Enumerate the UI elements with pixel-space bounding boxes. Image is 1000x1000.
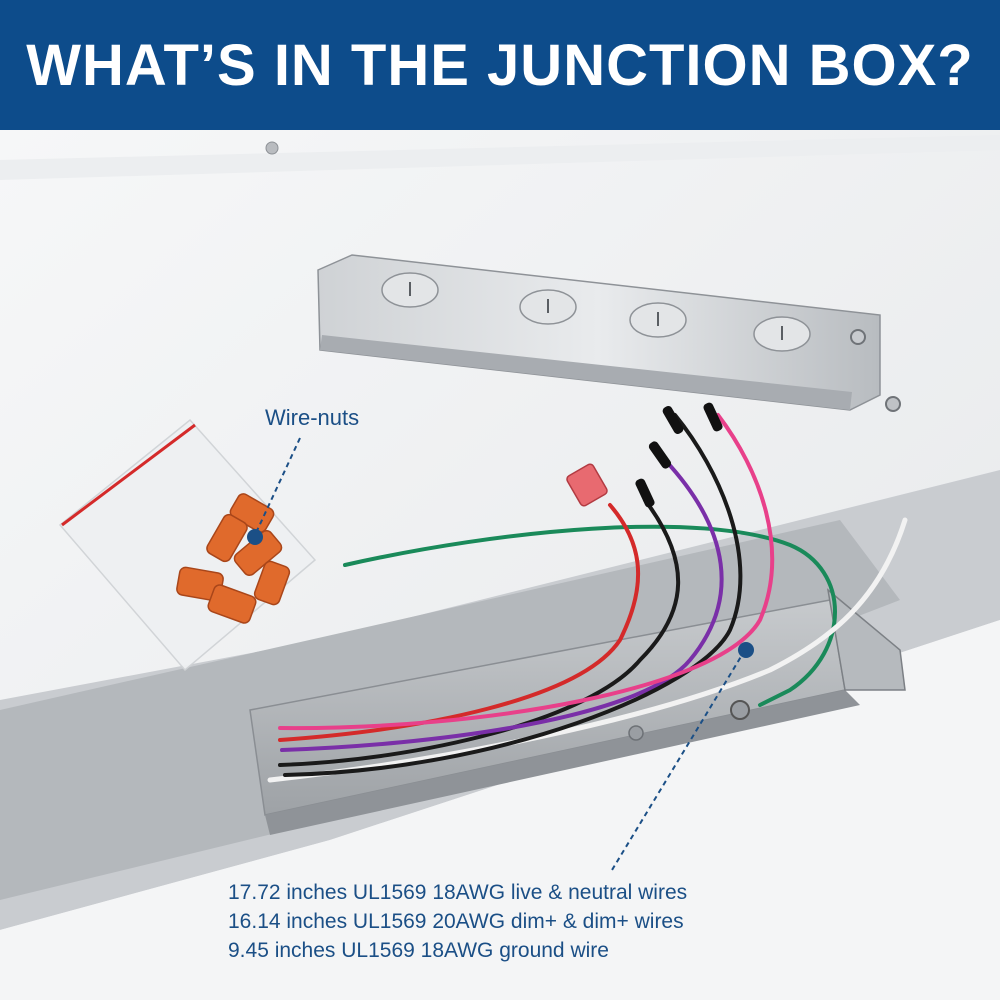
page-title: WHAT’S IN THE JUNCTION BOX? xyxy=(26,32,974,98)
callout-dot-wire-nuts xyxy=(247,529,263,545)
callout-dot-wires xyxy=(738,642,754,658)
wire-nuts-label: Wire-nuts xyxy=(265,405,360,430)
wires xyxy=(267,413,908,783)
wire-pink xyxy=(278,413,775,731)
wire-specs: 17.72 inches UL1569 18AWG live & neutral… xyxy=(228,878,687,965)
title-banner: WHAT’S IN THE JUNCTION BOX? xyxy=(0,0,1000,130)
wire-black-2 xyxy=(283,413,743,777)
red-connector xyxy=(566,463,608,507)
panel-edge-top xyxy=(0,135,1000,180)
callout-wires xyxy=(611,649,746,871)
spec-line-dim: 16.14 inches UL1569 20AWG dim+ & dim+ wi… xyxy=(228,910,684,933)
spec-line-ground: 9.45 inches UL1569 18AWG ground wire xyxy=(228,939,609,962)
wire-nuts-bag xyxy=(58,418,317,672)
wire-white xyxy=(267,517,908,783)
panel-screw-top xyxy=(265,141,279,155)
spec-line-live-neutral: 17.72 inches UL1569 18AWG live & neutral… xyxy=(228,881,688,904)
wire-red xyxy=(278,503,641,742)
wire-nut-cluster xyxy=(176,493,291,624)
loose-screw xyxy=(885,396,901,412)
wire-black-1 xyxy=(278,498,681,767)
wire-end-caps xyxy=(635,402,723,508)
junction-box-cover xyxy=(317,254,881,411)
wire-purple xyxy=(280,458,724,752)
wire-green xyxy=(343,524,837,707)
junction-box-photo xyxy=(0,130,1000,1000)
